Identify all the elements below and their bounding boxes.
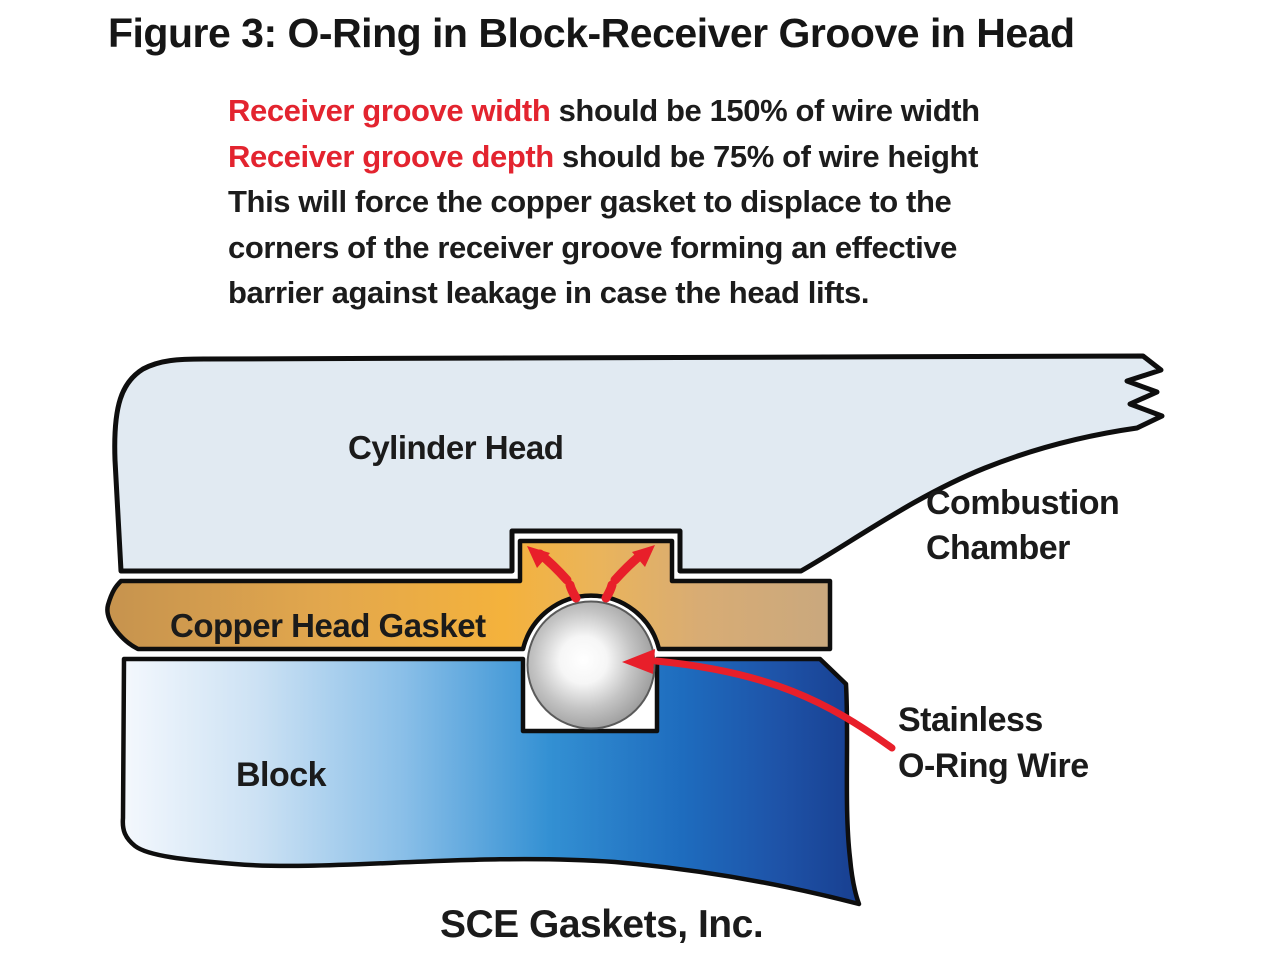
combustion-chamber-label-line1: Combustion	[926, 484, 1119, 522]
figure-notes: Receiver groove width should be 150% of …	[228, 88, 980, 316]
oring-pointer-head	[622, 649, 655, 674]
note-line-2-highlight: Receiver groove depth	[228, 138, 554, 174]
block-shape	[120, 656, 862, 907]
arrow-left-tail	[565, 580, 581, 603]
arrow-right-head	[632, 545, 655, 567]
cylinder-head-label: Cylinder Head	[348, 429, 563, 466]
arrow-left-head	[527, 546, 550, 568]
oring-label-line2: O-Ring Wire	[898, 747, 1089, 785]
note-line-2-rest: should be 75% of wire height	[553, 138, 978, 174]
oring-pointer-shaft	[652, 657, 896, 752]
note-line-1-rest: should be 150% of wire width	[550, 93, 981, 128]
arrow-right-tail	[601, 580, 617, 603]
note-line-4: corners of the receiver groove forming a…	[228, 229, 958, 265]
copper-gasket-shape	[105, 538, 833, 652]
oring-label-line1: Stainless	[898, 701, 1043, 739]
combustion-chamber-label-line2: Chamber	[926, 529, 1070, 567]
note-line-2: Receiver groove depth should be 75% of w…	[228, 134, 980, 180]
note-line-1-highlight: Receiver groove width	[228, 93, 551, 128]
brand-text: SCE Gaskets, Inc.	[440, 903, 763, 946]
figure-title: Figure 3: O-Ring in Block-Receiver Groov…	[108, 10, 1075, 56]
block-label: Block	[236, 756, 327, 794]
note-line-3: This will force the copper gasket to dis…	[228, 184, 952, 219]
note-line-5: barrier against leakage in case the head…	[228, 275, 870, 310]
oring-wire-shape	[526, 600, 656, 730]
cylinder-head-shape	[112, 353, 1165, 574]
note-line-1: Receiver groove width should be 150% of …	[228, 88, 980, 134]
copper-gasket-label: Copper Head Gasket	[170, 607, 486, 644]
